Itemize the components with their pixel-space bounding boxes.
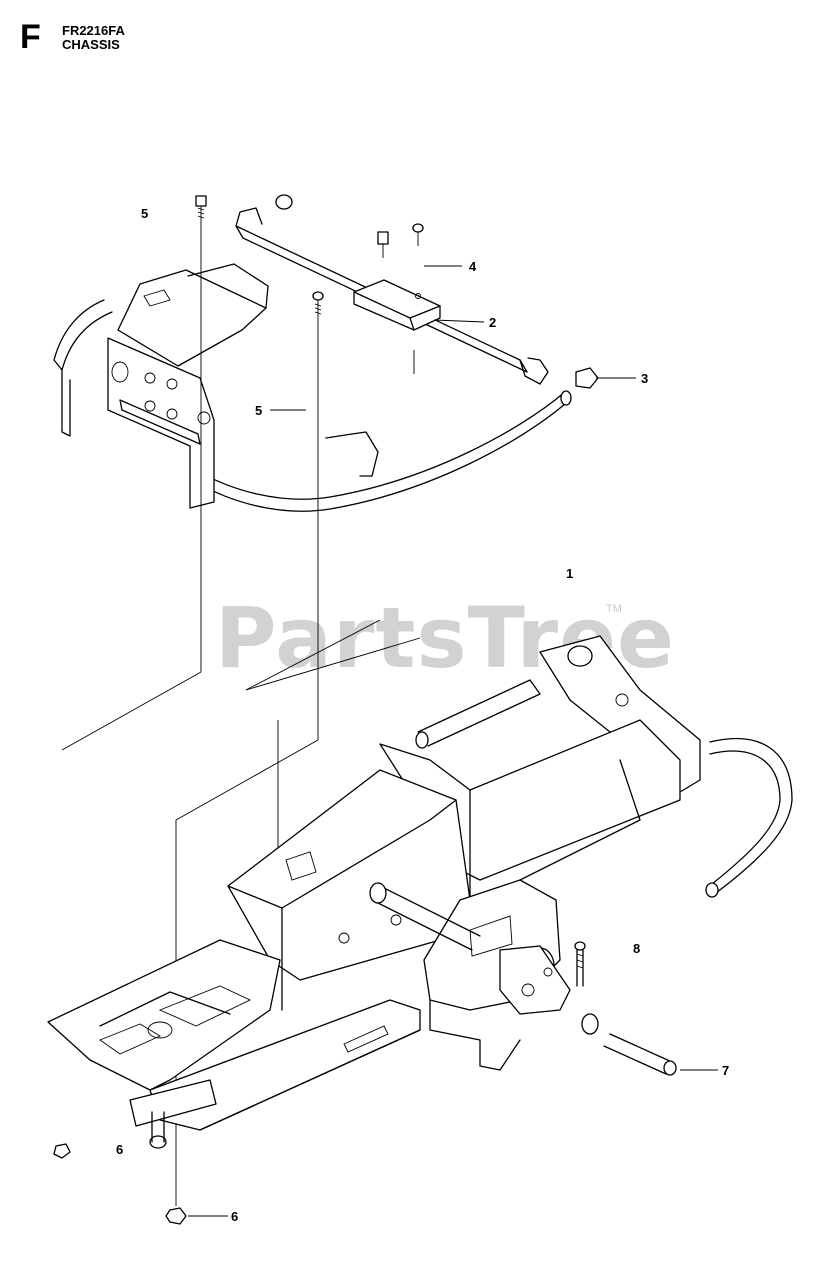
callout-5-middle: 5 [255, 403, 263, 418]
section-letter: F [20, 18, 41, 56]
callout-6-bottom: 6 [231, 1209, 239, 1224]
bumper-pad [353, 279, 441, 331]
callout-3: 3 [641, 371, 649, 386]
callout-6-left: 6 [116, 1142, 124, 1157]
leader-lines-upper [270, 265, 636, 411]
pivot-pin-and-bolt [574, 941, 718, 1076]
nuts-hardware-lower [53, 1143, 228, 1225]
callout-8: 8 [633, 941, 641, 956]
callout-1: 1 [566, 566, 574, 581]
callout-2: 2 [489, 315, 497, 330]
callout-4: 4 [469, 259, 477, 274]
small-hardware-upper [195, 194, 599, 672]
main-chassis-frame [47, 635, 793, 1149]
trademark-mark: TM [606, 603, 622, 615]
model-number: FR2216FA [62, 23, 125, 38]
diagram-title: CHASSIS [62, 37, 120, 52]
callout-5-top: 5 [141, 206, 149, 221]
callout-7: 7 [722, 1063, 730, 1078]
mounting-plate [107, 263, 269, 509]
